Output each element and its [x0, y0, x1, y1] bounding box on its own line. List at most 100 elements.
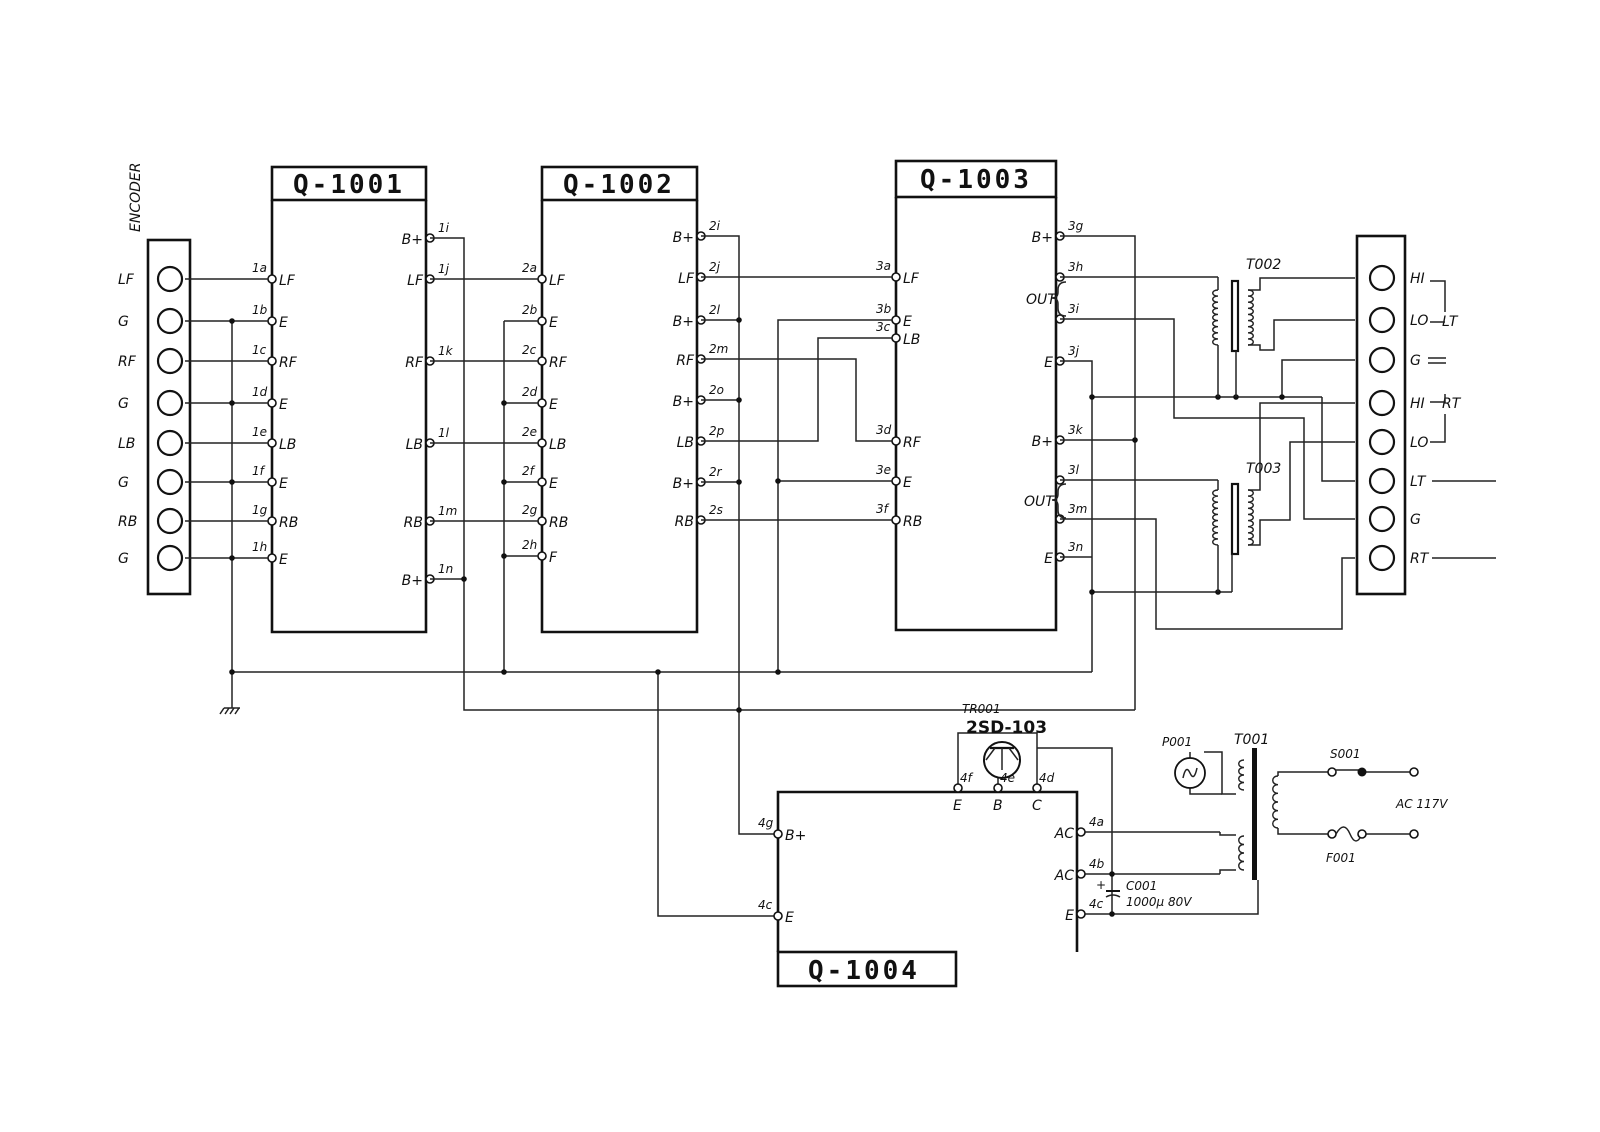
- pin-1e: [267, 438, 277, 448]
- transformer-t001: T001: [1234, 732, 1279, 880]
- pin-1a: [267, 274, 277, 284]
- module-q1002: Q-1002: [540, 165, 699, 634]
- pin-2d: [537, 398, 547, 408]
- pin-3f: [891, 515, 901, 525]
- pin-signal: E: [1065, 908, 1074, 924]
- pin-id: 3f: [876, 502, 890, 516]
- pin-signal: B+: [785, 828, 806, 844]
- output-label: HI: [1410, 271, 1425, 287]
- pin-id: 3k: [1068, 423, 1084, 437]
- output-terminal: [1368, 389, 1396, 417]
- pin-2a: [537, 274, 547, 284]
- pin-signal: AC: [1054, 868, 1075, 884]
- output-terminal: [1368, 306, 1396, 334]
- output-terminal: [1368, 467, 1396, 495]
- pin-id: 1f: [252, 464, 266, 478]
- bracket-lt-top: [1430, 280, 1446, 312]
- pin-1c: [267, 356, 277, 366]
- wire-lt-terminal: [1321, 397, 1355, 482]
- wire-3i: [1060, 318, 1355, 520]
- output-label: LT: [1410, 474, 1427, 490]
- switch-contact: [1357, 767, 1367, 777]
- pin-id: 3i: [1068, 302, 1080, 316]
- q1003-body: [894, 197, 1058, 632]
- pin-signal: B+: [402, 573, 423, 589]
- output-terminal: [1368, 505, 1396, 533]
- t002-label: T002: [1246, 257, 1281, 273]
- q1001-body: [270, 200, 428, 634]
- pin-3b: [891, 315, 901, 325]
- q1004-title: Q-1004: [808, 956, 920, 986]
- fuse-f001: F001: [1326, 826, 1419, 865]
- out-brace-2: OUT: [1024, 483, 1067, 519]
- pin-id: 3c: [876, 320, 891, 334]
- output-label: G: [1410, 353, 1421, 369]
- t001-secondary-winding: [1238, 835, 1245, 871]
- pin-2e: [537, 438, 547, 448]
- pin-id: 4f: [960, 771, 974, 785]
- cap-polarity: +: [1096, 878, 1106, 892]
- pin-signal: RB: [903, 514, 922, 530]
- wire-q1003-e-bus: [777, 319, 892, 672]
- pin-signal: RF: [676, 353, 695, 369]
- pin-4f: [953, 783, 963, 793]
- pin-signal: B+: [673, 230, 694, 246]
- t003-core: [1230, 482, 1240, 556]
- pin-signal: E: [549, 315, 558, 331]
- wire-t003-hi: [1248, 402, 1355, 491]
- c001-value: 1000μ 80V: [1126, 895, 1192, 909]
- module-q1004: Q-1004: [776, 790, 1079, 988]
- pin-1b: [267, 316, 277, 326]
- pin-signal: F: [549, 550, 558, 566]
- pin-id: 1d: [252, 385, 268, 399]
- pin-id: 2a: [522, 261, 537, 275]
- module-q1001: Q-1001: [270, 165, 428, 634]
- pin-signal: LB: [279, 437, 296, 453]
- pin-id: 2p: [709, 424, 725, 438]
- pin-id: 2c: [522, 343, 537, 357]
- group-label-rt: RT: [1442, 396, 1462, 412]
- pin-signal: B+: [1032, 230, 1053, 246]
- pin-4a: [1076, 827, 1086, 837]
- pin-id: 1b: [252, 303, 268, 317]
- encoder-label: G: [118, 314, 129, 330]
- pin-id: 4a: [1089, 815, 1104, 829]
- transformer-t002: T002: [1212, 257, 1281, 397]
- capacitor-c001: + C001 1000μ 80V: [1096, 878, 1192, 909]
- pin-4b: [1076, 869, 1086, 879]
- pin-signal: RB: [404, 515, 423, 531]
- wire-4d: [1037, 747, 1113, 912]
- q1001-title: Q-1001: [293, 170, 405, 200]
- q1003-title-box: [894, 159, 1058, 199]
- t002-core: [1230, 279, 1240, 353]
- q1003-title: Q-1003: [920, 165, 1032, 195]
- encoder-label: G: [118, 396, 129, 412]
- output-block: [1355, 234, 1407, 596]
- pin-2c: [537, 356, 547, 366]
- pin-id: 3n: [1068, 540, 1083, 554]
- pin-signal: E: [279, 397, 288, 413]
- pin-id: 4g: [758, 816, 774, 830]
- t003-primary-coil: [1212, 489, 1219, 546]
- pin-id: 2b: [522, 303, 538, 317]
- pin-id: 2r: [709, 465, 723, 479]
- pin-id: 1i: [438, 221, 450, 235]
- wire-t001-sec-bottom: [1219, 869, 1236, 874]
- group-label-lt: LT: [1442, 314, 1459, 330]
- pin-4g: [773, 829, 783, 839]
- pin-id: 2d: [522, 385, 538, 399]
- pin-id: 2f: [522, 464, 536, 478]
- wire-t002-hi: [1248, 277, 1355, 291]
- pin-signal: C: [1032, 798, 1042, 814]
- wire-3g-bplus: [1060, 235, 1136, 710]
- pin-signal: B+: [673, 314, 694, 330]
- pin-signal: E: [279, 552, 288, 568]
- pin-signal: B+: [673, 476, 694, 492]
- t001-core: [1252, 748, 1257, 880]
- s001-label: S001: [1330, 747, 1361, 761]
- pin-1g: [267, 516, 277, 526]
- t001-label: T001: [1234, 732, 1269, 748]
- pin-signal: E: [903, 475, 912, 491]
- pin-1d: [267, 398, 277, 408]
